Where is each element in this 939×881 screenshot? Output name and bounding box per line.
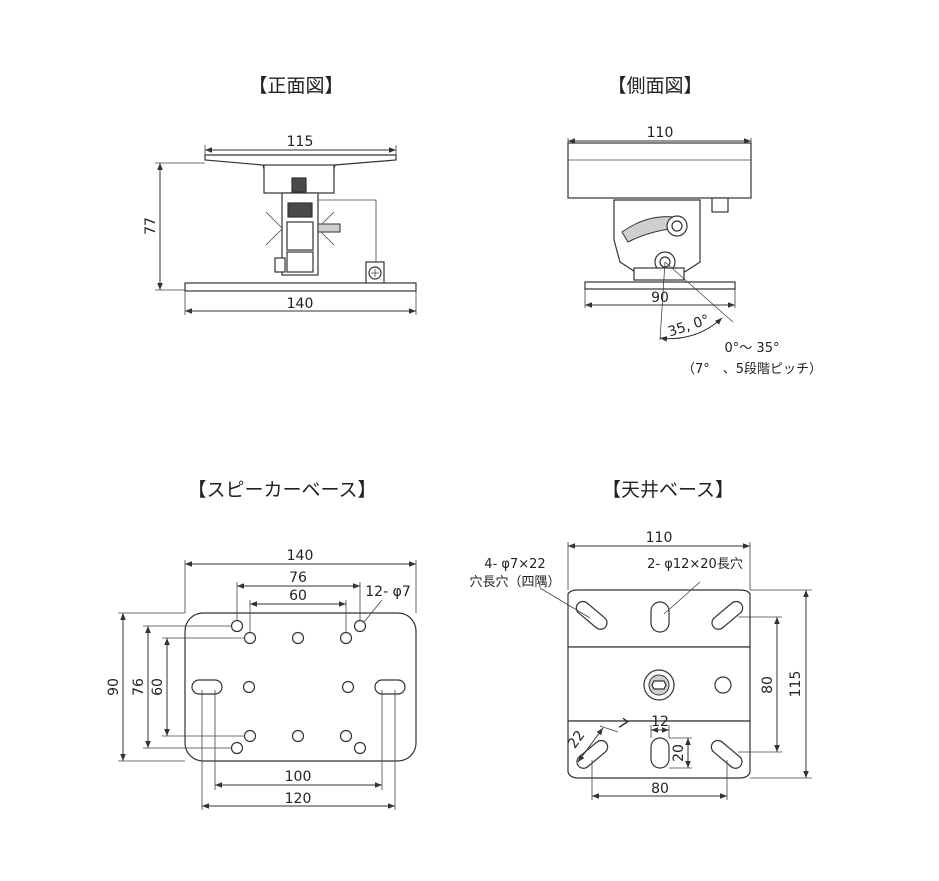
side-dim-top-width: 110 bbox=[647, 125, 674, 141]
speaker-dim-h90: 90 bbox=[106, 678, 122, 696]
front-dim-top-width: 115 bbox=[287, 134, 314, 150]
ceiling-base-drawing bbox=[539, 542, 812, 800]
front-view-drawing bbox=[155, 145, 417, 315]
ceiling-dim-80-vertical: 80 bbox=[760, 676, 776, 694]
speaker-dim-100: 100 bbox=[285, 769, 312, 785]
side-view-title: 【側面図】 bbox=[607, 75, 702, 97]
front-dim-base-width: 140 bbox=[287, 296, 314, 312]
ceiling-dim-12: 12 bbox=[651, 714, 669, 730]
ceiling-base-title: 【天井ベース】 bbox=[602, 479, 734, 501]
ceiling-note-corner-slots-2: 穴長穴（四隅） bbox=[469, 575, 560, 590]
front-view-title: 【正面図】 bbox=[248, 75, 343, 97]
speaker-dim-120: 120 bbox=[285, 791, 312, 807]
side-view-drawing bbox=[567, 138, 752, 342]
side-note-step: （7° 、5段階ピッチ） bbox=[682, 362, 822, 377]
speaker-dim-60: 60 bbox=[289, 588, 307, 604]
speaker-dim-holes: 12- φ7 bbox=[365, 584, 410, 600]
speaker-base-title: 【スピーカーベース】 bbox=[187, 479, 376, 501]
ceiling-note-corner-slots: 4- φ7×22 bbox=[484, 557, 545, 572]
side-note-range: 0°～ 35° bbox=[725, 341, 780, 356]
front-dim-height: 77 bbox=[143, 217, 159, 235]
ceiling-dim-80-horizontal: 80 bbox=[651, 781, 669, 797]
speaker-dim-h76: 76 bbox=[131, 678, 147, 696]
speaker-base-drawing bbox=[118, 560, 417, 810]
speaker-dim-140: 140 bbox=[287, 548, 314, 564]
side-dim-base-width: 90 bbox=[651, 290, 669, 306]
speaker-dim-h60: 60 bbox=[150, 678, 166, 696]
ceiling-dim-20: 20 bbox=[671, 744, 687, 762]
ceiling-dim-110: 110 bbox=[646, 530, 673, 546]
ceiling-dim-115: 115 bbox=[788, 671, 804, 698]
speaker-dim-76: 76 bbox=[289, 570, 307, 586]
ceiling-note-center-slots: 2- φ12×20長穴 bbox=[647, 557, 743, 572]
